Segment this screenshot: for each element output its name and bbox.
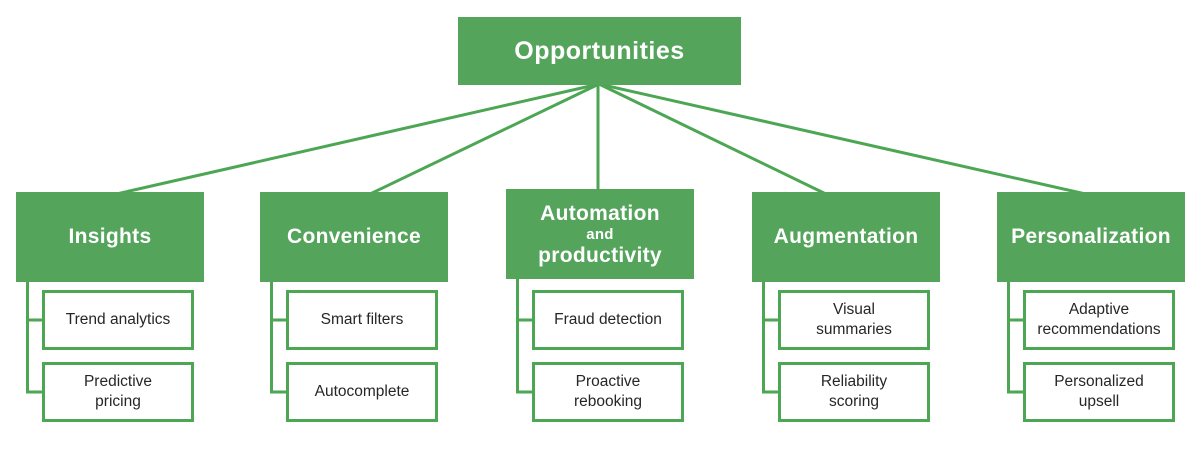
elbow-convenience (270, 280, 286, 394)
leaf-node-fraud-detection: Fraud detection (532, 290, 684, 350)
leaf-label-smart-filters: Smart filters (320, 310, 404, 328)
elbow-personalization (1007, 280, 1023, 394)
leaf-node-visual-summaries: Visual summaries (778, 290, 930, 350)
leaf-node-trend-analytics: Trend analytics (42, 290, 194, 350)
fan-line-augmentation (598, 82, 829, 197)
category-label-automation-productivity: Automation and productivity (538, 201, 662, 268)
leaf-node-predictive-pricing: Predictive pricing (42, 362, 194, 422)
leaf-label-visual-summaries: Visual summaries (816, 300, 892, 338)
category-label-augmentation: Augmentation (773, 225, 919, 248)
leaf-node-adaptive-recommendations: Adaptive recommendations (1023, 290, 1175, 350)
fan-line-insights (111, 82, 600, 197)
fan-line-personalization (598, 82, 1091, 197)
category-node-augmentation: Augmentation (752, 192, 940, 282)
elbow-insights (26, 280, 42, 394)
root-node-label: Opportunities (514, 36, 685, 65)
leaf-node-reliability-scoring: Reliability scoring (778, 362, 930, 422)
category-node-automation-productivity: Automation and productivity (506, 189, 694, 279)
leaf-label-predictive-pricing: Predictive pricing (83, 372, 153, 410)
category-node-personalization: Personalization (997, 192, 1185, 282)
fan-line-convenience (367, 82, 600, 197)
category-node-insights: Insights (16, 192, 204, 282)
root-node-opportunities: Opportunities (458, 17, 741, 85)
elbow-automation (516, 277, 532, 394)
automation-line-mid: and (586, 225, 614, 243)
leaf-node-proactive-rebooking: Proactive rebooking (532, 362, 684, 422)
leaf-label-proactive-rebooking: Proactive rebooking (573, 372, 643, 410)
category-label-personalization: Personalization (1011, 225, 1171, 248)
category-node-convenience: Convenience (260, 192, 448, 282)
category-label-convenience: Convenience (286, 225, 421, 248)
leaf-label-autocomplete: Autocomplete (314, 382, 410, 400)
leaf-node-smart-filters: Smart filters (286, 290, 438, 350)
automation-line-top: Automation (540, 201, 660, 225)
automation-line-bottom: productivity (538, 243, 662, 267)
leaf-label-reliability-scoring: Reliability scoring (820, 372, 888, 410)
leaf-label-adaptive-recommendations: Adaptive recommendations (1037, 300, 1161, 338)
leaf-node-personalized-upsell: Personalized upsell (1023, 362, 1175, 422)
leaf-label-personalized-upsell: Personalized upsell (1054, 372, 1144, 410)
category-label-insights: Insights (68, 225, 152, 248)
leaf-label-trend-analytics: Trend analytics (65, 310, 171, 328)
leaf-node-autocomplete: Autocomplete (286, 362, 438, 422)
elbow-augmentation (762, 280, 778, 394)
leaf-label-fraud-detection: Fraud detection (554, 310, 662, 328)
